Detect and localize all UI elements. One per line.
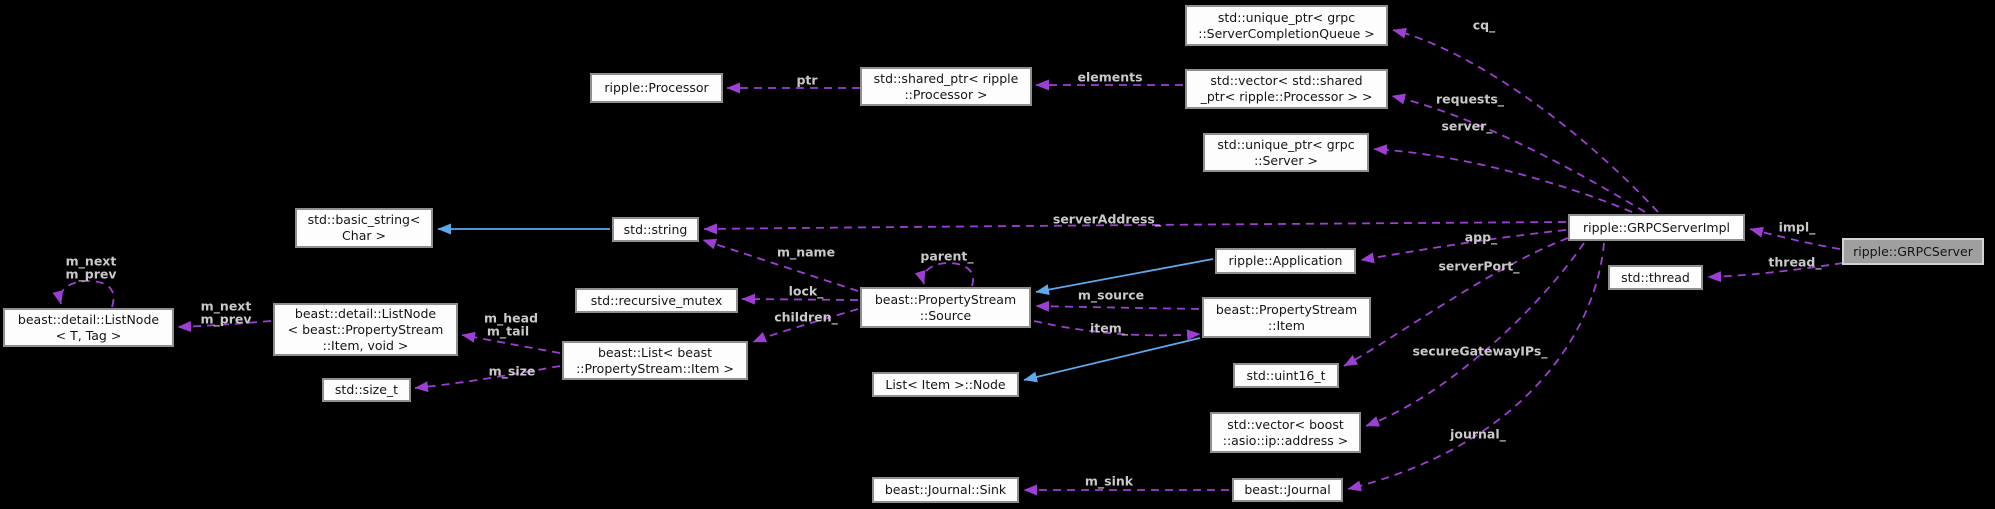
- class-node-item-label-0: beast::PropertyStream: [1215, 301, 1358, 317]
- class-node-ucq-label-0: std::unique_ptr< grpc: [1217, 9, 1356, 25]
- class-node-item[interactable]: beast::PropertyStream::Item: [1202, 297, 1371, 338]
- class-node-basicstring-label-1: Char >: [342, 228, 386, 243]
- edge-item_inherit-inheritance-arrow: [1023, 337, 1201, 383]
- class-node-processor-label-0: ripple::Processor: [604, 80, 709, 95]
- edge-server-member-arrow: [1373, 144, 1633, 213]
- class-node-userver[interactable]: std::unique_ptr< grpc::Server >: [1203, 133, 1369, 172]
- class-node-userver-label-0: std::unique_ptr< grpc: [1217, 136, 1355, 152]
- class-node-ucq-label-1: ::ServerCompletionQueue >: [1198, 25, 1375, 41]
- class-node-sink[interactable]: beast::Journal::Sink: [872, 477, 1019, 503]
- class-node-grpcserver-label-0: ripple::GRPCServer: [1853, 243, 1973, 259]
- class-node-userver-label-1: ::Server >: [1254, 152, 1318, 168]
- class-node-stdstring[interactable]: std::string: [612, 217, 699, 242]
- edge-listnode_self-member-arrow: [52, 280, 115, 308]
- class-node-thread-label-0: std::thread: [1621, 269, 1690, 285]
- class-node-vecshared-label-1: _ptr< ripple::Processor > >: [1200, 89, 1373, 104]
- class-node-vecshared[interactable]: std::vector< std::shared_ptr< ripple::Pr…: [1185, 69, 1388, 109]
- edge-children-member-arrow: [752, 308, 859, 343]
- edge-cq-member-arrow: [1392, 27, 1659, 213]
- edge-secureGatewayIPs-member-arrow: [1365, 242, 1585, 427]
- edge-m_head_tail-member-arrow: [461, 331, 561, 354]
- class-node-beastlist-label-1: ::PropertyStream::Item >: [576, 360, 734, 376]
- class-node-uint16-label-0: std::uint16_t: [1246, 367, 1326, 383]
- class-node-beastlist[interactable]: beast::List< beast::PropertyStream::Item…: [562, 341, 748, 380]
- edge-app-member-arrow: [1360, 229, 1567, 264]
- edge-m_source-member-arrow: [1035, 300, 1200, 312]
- class-node-journal[interactable]: beast::Journal: [1232, 478, 1343, 502]
- class-node-vecshared-label-0: std::vector< std::shared: [1210, 73, 1363, 88]
- class-node-listnodeItem-label-2: ::Item, void >: [322, 337, 409, 353]
- edge-serverPort-member-arrow: [1343, 237, 1569, 367]
- class-node-vecaddr[interactable]: std::vector< boost::asio::ip::address >: [1210, 412, 1361, 453]
- class-node-processor[interactable]: ripple::Processor: [590, 73, 723, 103]
- class-node-stdstring-label-0: std::string: [623, 221, 688, 237]
- class-node-vecaddr-label-0: std::vector< boost: [1227, 416, 1344, 432]
- edge-m_name-member-arrow: [702, 238, 859, 292]
- class-node-recmutex-label-0: std::recursive_mutex: [590, 292, 723, 308]
- class-node-sharedptr-label-1: ::Processor >: [904, 86, 988, 102]
- class-node-thread[interactable]: std::thread: [1608, 265, 1703, 290]
- edge-m_next_prev-member-arrow: [177, 320, 272, 333]
- edge-parent-member-arrow: [914, 262, 974, 287]
- class-node-ucq[interactable]: std::unique_ptr< grpc::ServerCompletionQ…: [1185, 5, 1388, 46]
- class-node-journal-label-0: beast::Journal: [1244, 482, 1331, 497]
- class-node-vecaddr-label-1: ::asio::ip::address >: [1222, 432, 1349, 448]
- edge-serverAddress-member-arrow: [703, 221, 1567, 235]
- class-node-listnodeItem[interactable]: beast::detail::ListNode< beast::Property…: [273, 303, 458, 356]
- class-node-uint16[interactable]: std::uint16_t: [1233, 363, 1339, 388]
- class-node-nodebox-label-0: List< Item >::Node: [885, 376, 1006, 392]
- class-node-sharedptr-label-0: std::shared_ptr< ripple: [873, 70, 1019, 86]
- class-node-listnodeItem-label-0: beast::detail::ListNode: [294, 305, 437, 321]
- class-node-sharedptr[interactable]: std::shared_ptr< ripple::Processor >: [860, 67, 1032, 106]
- class-node-listnodeItem-label-1: < beast::PropertyStream: [287, 321, 444, 337]
- class-node-sizet[interactable]: std::size_t: [322, 378, 411, 402]
- class-node-sizet-label-0: std::size_t: [334, 382, 399, 397]
- edge-requests-member-arrow: [1391, 93, 1646, 213]
- class-node-sink-label-0: beast::Journal::Sink: [884, 482, 1007, 497]
- edge-journal_edge-member-arrow: [1347, 242, 1605, 492]
- class-node-listnodeT[interactable]: beast::detail::ListNode< T, Tag >: [3, 308, 174, 347]
- class-node-recmutex[interactable]: std::recursive_mutex: [575, 288, 738, 313]
- edge-lock-member-arrow: [741, 293, 859, 305]
- class-node-beastlist-label-0: beast::List< beast: [597, 344, 713, 360]
- edge-m_size-member-arrow: [414, 365, 561, 393]
- class-node-impl-label-0: ripple::GRPCServerImpl: [1583, 219, 1730, 235]
- edge-item_edge-member-arrow: [1033, 320, 1201, 341]
- class-node-nodebox[interactable]: List< Item >::Node: [872, 372, 1019, 397]
- class-node-source[interactable]: beast::PropertyStream::Source: [860, 287, 1031, 328]
- class-node-source-label-1: ::Source: [919, 307, 972, 323]
- edge-application_inherit-inheritance-arrow: [1035, 258, 1214, 296]
- class-node-basicstring[interactable]: std::basic_string<Char >: [295, 208, 433, 248]
- class-node-listnodeT-label-0: beast::detail::ListNode: [17, 311, 160, 327]
- class-node-application[interactable]: ripple::Application: [1215, 248, 1356, 274]
- class-node-listnodeT-label-1: < T, Tag >: [55, 327, 122, 343]
- class-node-grpcserver[interactable]: ripple::GRPCServer: [1842, 238, 1984, 265]
- edge-thread_edge-member-arrow: [1707, 262, 1844, 283]
- class-node-impl[interactable]: ripple::GRPCServerImpl: [1568, 214, 1745, 241]
- class-node-source-label-0: beast::PropertyStream: [874, 291, 1017, 307]
- class-node-item-label-1: ::Item: [1268, 317, 1305, 333]
- class-node-basicstring-label-0: std::basic_string<: [307, 212, 421, 227]
- edge-impl_edge-member-arrow: [1749, 226, 1841, 250]
- class-node-application-label-0: ripple::Application: [1228, 253, 1343, 268]
